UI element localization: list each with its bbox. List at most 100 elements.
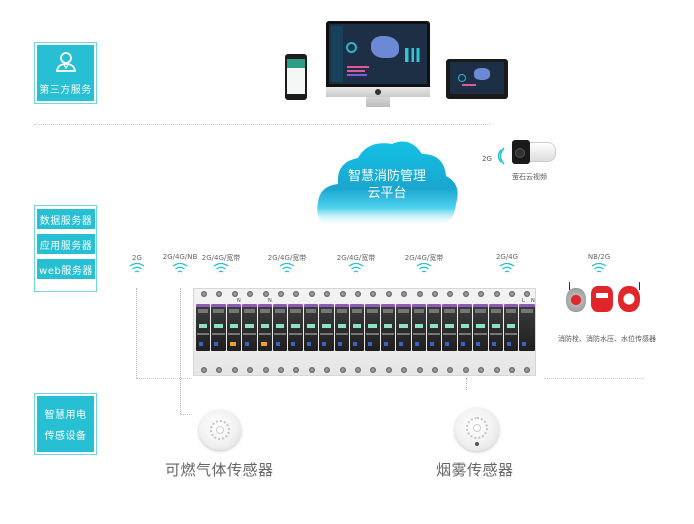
breaker-module bbox=[427, 304, 442, 351]
terminal-screw bbox=[278, 291, 284, 297]
cloud-platform: 智慧消防管理 云平台 bbox=[312, 132, 462, 242]
terminal-screw bbox=[201, 367, 207, 373]
water-sensor-caption: 消防栓、消防水压、水位传感器 bbox=[558, 335, 656, 343]
smoke-detector-image bbox=[455, 408, 499, 451]
server-group: 数据服务器 应用服务器 web服务器 bbox=[34, 205, 97, 292]
breaker-module bbox=[396, 304, 411, 351]
wifi-icon bbox=[172, 263, 188, 273]
breaker-module bbox=[457, 304, 473, 351]
connector-smoke bbox=[466, 378, 467, 390]
terminal-screw bbox=[293, 291, 300, 297]
signal-label: 2G/4G/宽带 bbox=[201, 254, 241, 262]
terminal-screw bbox=[231, 367, 238, 373]
terminal-n-label: N bbox=[237, 298, 241, 304]
wifi-icon bbox=[348, 263, 364, 273]
camera-signal-label: 2G bbox=[482, 155, 492, 163]
connector-gas bbox=[180, 288, 181, 414]
terminal-screw bbox=[478, 367, 485, 373]
smoke-sensor-caption: 烟雾传感器 bbox=[436, 461, 514, 479]
separator-top bbox=[34, 124, 490, 125]
terminal-l-label: L bbox=[522, 298, 525, 304]
wifi-icon bbox=[416, 263, 432, 273]
terminal-screw bbox=[385, 367, 392, 373]
terminal-screw bbox=[355, 367, 361, 373]
app-server: 应用服务器 bbox=[37, 234, 95, 254]
separator-right bbox=[544, 378, 644, 379]
breaker-module bbox=[380, 304, 396, 351]
breaker-module bbox=[288, 304, 303, 351]
gateway-module bbox=[519, 304, 535, 351]
web-server: web服务器 bbox=[37, 259, 95, 279]
wifi-icon bbox=[591, 263, 607, 273]
terminal-screw bbox=[262, 367, 269, 373]
terminal-screw bbox=[432, 367, 438, 373]
terminal-screw bbox=[293, 367, 300, 373]
breaker-module bbox=[473, 304, 488, 351]
gas-detector-image bbox=[199, 410, 241, 450]
terminal-screw bbox=[447, 367, 454, 373]
terminal-screw bbox=[324, 367, 331, 373]
terminal-screw bbox=[308, 367, 315, 373]
terminal-n-label: N bbox=[268, 298, 272, 304]
terminal-screw bbox=[416, 291, 423, 297]
terminal-screw bbox=[308, 291, 315, 297]
cloud-title-line1: 智慧消防管理 bbox=[347, 169, 426, 184]
terminal-screw bbox=[231, 291, 238, 297]
terminal-screw bbox=[493, 291, 500, 297]
hydrant-gauge bbox=[566, 288, 586, 312]
wifi-icon bbox=[129, 263, 145, 273]
terminal-screw bbox=[278, 367, 284, 373]
terminal-screw bbox=[432, 291, 438, 297]
terminal-screw bbox=[339, 367, 346, 373]
breaker-module bbox=[334, 304, 349, 351]
connector-2g-bottom bbox=[136, 378, 192, 379]
terminal-screw bbox=[370, 367, 377, 373]
terminal-screw bbox=[509, 367, 515, 373]
client-devices bbox=[283, 18, 513, 107]
terminal-screw bbox=[355, 291, 361, 297]
breaker-module bbox=[226, 304, 242, 351]
breaker-module bbox=[504, 304, 519, 351]
breaker-module bbox=[319, 304, 334, 351]
terminal-screw bbox=[462, 291, 469, 297]
smart-power-line1: 智慧用电 bbox=[44, 410, 87, 421]
smart-power-box: 智慧用电 传感设备 bbox=[34, 393, 97, 455]
smartphone-image bbox=[285, 54, 307, 100]
breaker-module bbox=[273, 304, 288, 351]
terminal-screw bbox=[324, 291, 331, 297]
terminal-screw bbox=[524, 367, 531, 373]
smart-power-line2: 传感设备 bbox=[44, 431, 87, 442]
terminal-screw bbox=[509, 291, 515, 297]
connector-2g bbox=[136, 288, 137, 378]
connector-gas-bottom bbox=[180, 414, 192, 415]
breaker-module bbox=[365, 304, 380, 351]
third-party-service-box: 第三方服务 bbox=[34, 42, 97, 104]
terminal-screw bbox=[201, 291, 207, 297]
signal-label: 2G/4G/宽带 bbox=[267, 254, 307, 262]
water-pressure-gauge bbox=[591, 286, 613, 312]
breaker-module bbox=[442, 304, 457, 351]
breaker-module bbox=[211, 304, 226, 351]
terminal-screw bbox=[216, 367, 223, 373]
signal-label: 2G bbox=[132, 254, 142, 262]
terminal-screw bbox=[416, 367, 423, 373]
terminal-screw bbox=[493, 367, 500, 373]
terminal-screw bbox=[385, 291, 392, 297]
terminal-screw bbox=[462, 367, 469, 373]
signal-label: 2G/4G/宽带 bbox=[336, 254, 376, 262]
water-sensor-group bbox=[564, 282, 644, 318]
terminal-screw bbox=[262, 291, 269, 297]
wifi-icon bbox=[213, 263, 229, 273]
cloud-icon bbox=[317, 141, 458, 227]
breaker-module bbox=[303, 304, 319, 351]
signal-label: NB/2G bbox=[587, 253, 611, 261]
terminal-screw bbox=[524, 291, 531, 297]
breaker-module bbox=[242, 304, 257, 351]
signal-label: 2G/4G/宽带 bbox=[404, 254, 444, 262]
breaker-module bbox=[257, 304, 272, 351]
signal-waves-icon bbox=[497, 147, 505, 165]
wifi-icon bbox=[499, 263, 515, 273]
data-server: 数据服务器 bbox=[37, 209, 95, 229]
terminal-screw bbox=[401, 367, 408, 373]
cloud-title-line2: 云平台 bbox=[367, 186, 407, 201]
